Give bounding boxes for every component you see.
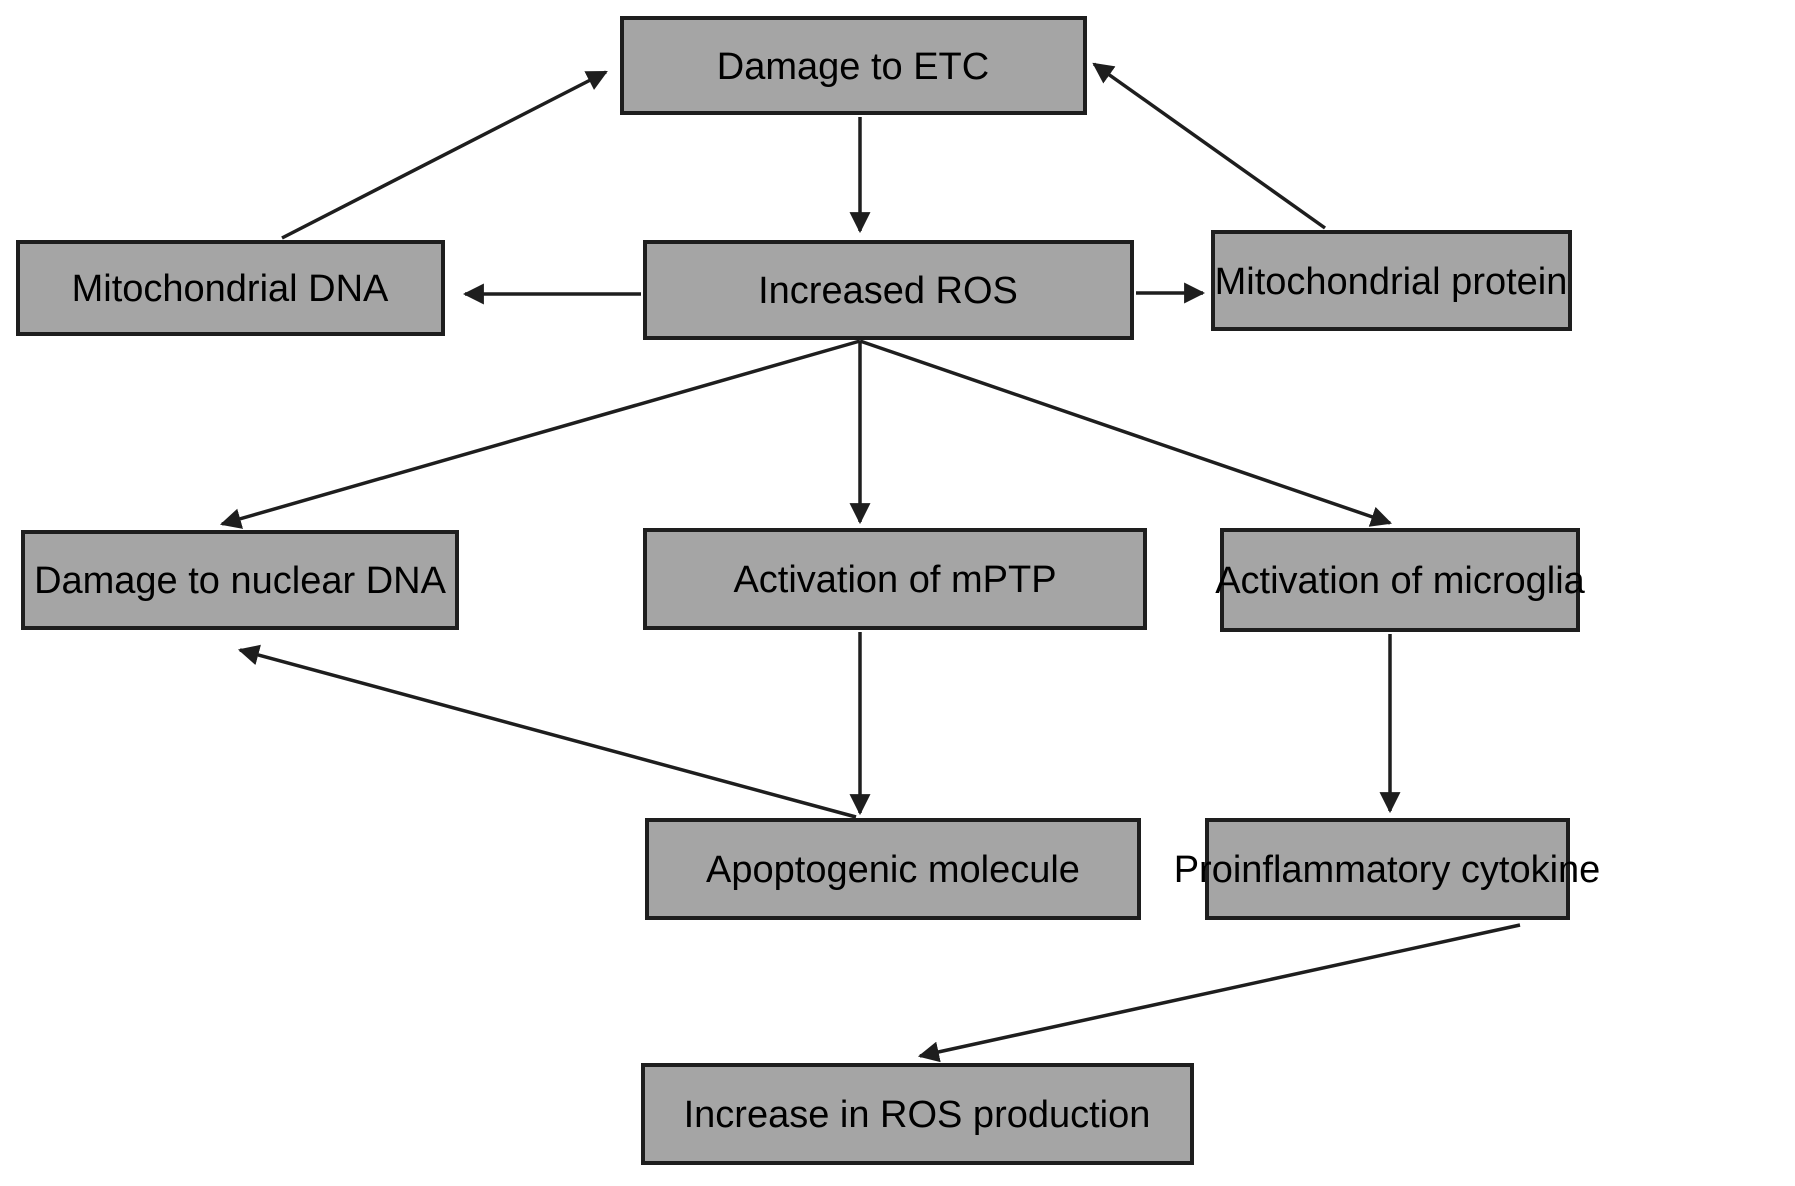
node-increase-in-ros-production: Increase in ROS production <box>641 1063 1194 1165</box>
apoptogenic-molecule-label: Apoptogenic molecule <box>706 849 1080 891</box>
node-damage-to-etc: Damage to ETC <box>620 16 1087 115</box>
arrow-increased-ros-to-damage-nuclear-dna <box>219 339 861 529</box>
node-proinflammatory-cytokine: Proinflammatory cytokine <box>1174 818 1601 920</box>
mitochondrial-protein-label: Mitochondrial protein <box>1215 261 1568 303</box>
apoptogenic-molecule-box <box>645 818 1141 920</box>
proinflammatory-cytokine-label: Proinflammatory cytokine <box>1174 849 1601 891</box>
arrow-mitochondrial-protein-to-damage-etc <box>1092 62 1327 230</box>
activation-of-microglia-box <box>1220 528 1580 632</box>
node-mitochondrial-dna: Mitochondrial DNA <box>16 240 445 336</box>
damage-to-nuclear-dna-label: Damage to nuclear DNA <box>34 560 447 602</box>
damage-to-nuclear-dna-box <box>21 530 459 630</box>
arrow-mitochondrial-dna-to-damage-etc <box>281 70 608 240</box>
arrow-proinflammatory-cytokine-to-increase-ros-production <box>917 923 1521 1063</box>
node-damage-to-nuclear-dna: Damage to nuclear DNA <box>21 530 459 630</box>
node-apoptogenic-molecule: Apoptogenic molecule <box>645 818 1141 920</box>
mitochondrial-protein-box <box>1211 230 1572 331</box>
node-mitochondrial-protein: Mitochondrial protein <box>1211 230 1572 331</box>
node-activation-of-microglia: Activation of microglia <box>1215 528 1586 632</box>
node-increased-ros: Increased ROS <box>643 240 1134 340</box>
mitochondrial-dna-box <box>16 240 445 336</box>
mitochondrial-dna-label: Mitochondrial DNA <box>72 268 389 310</box>
node-activation-of-mptp: Activation of mPTP <box>643 528 1147 630</box>
increased-ros-box <box>643 240 1134 340</box>
increase-in-ros-production-label: Increase in ROS production <box>684 1094 1151 1136</box>
arrow-increased-ros-to-activation-microglia <box>859 339 1392 527</box>
increased-ros-label: Increased ROS <box>758 270 1018 312</box>
activation-of-mptp-label: Activation of mPTP <box>733 559 1056 601</box>
proinflammatory-cytokine-box <box>1205 818 1570 920</box>
damage-to-etc-box <box>620 16 1087 115</box>
activation-of-microglia-label: Activation of microglia <box>1215 560 1585 602</box>
arrow-apoptogenic-molecule-to-damage-nuclear-dna <box>237 644 857 819</box>
activation-of-mptp-box <box>643 528 1147 630</box>
damage-to-etc-label: Damage to ETC <box>717 46 989 88</box>
increase-in-ros-production-box <box>641 1063 1194 1165</box>
